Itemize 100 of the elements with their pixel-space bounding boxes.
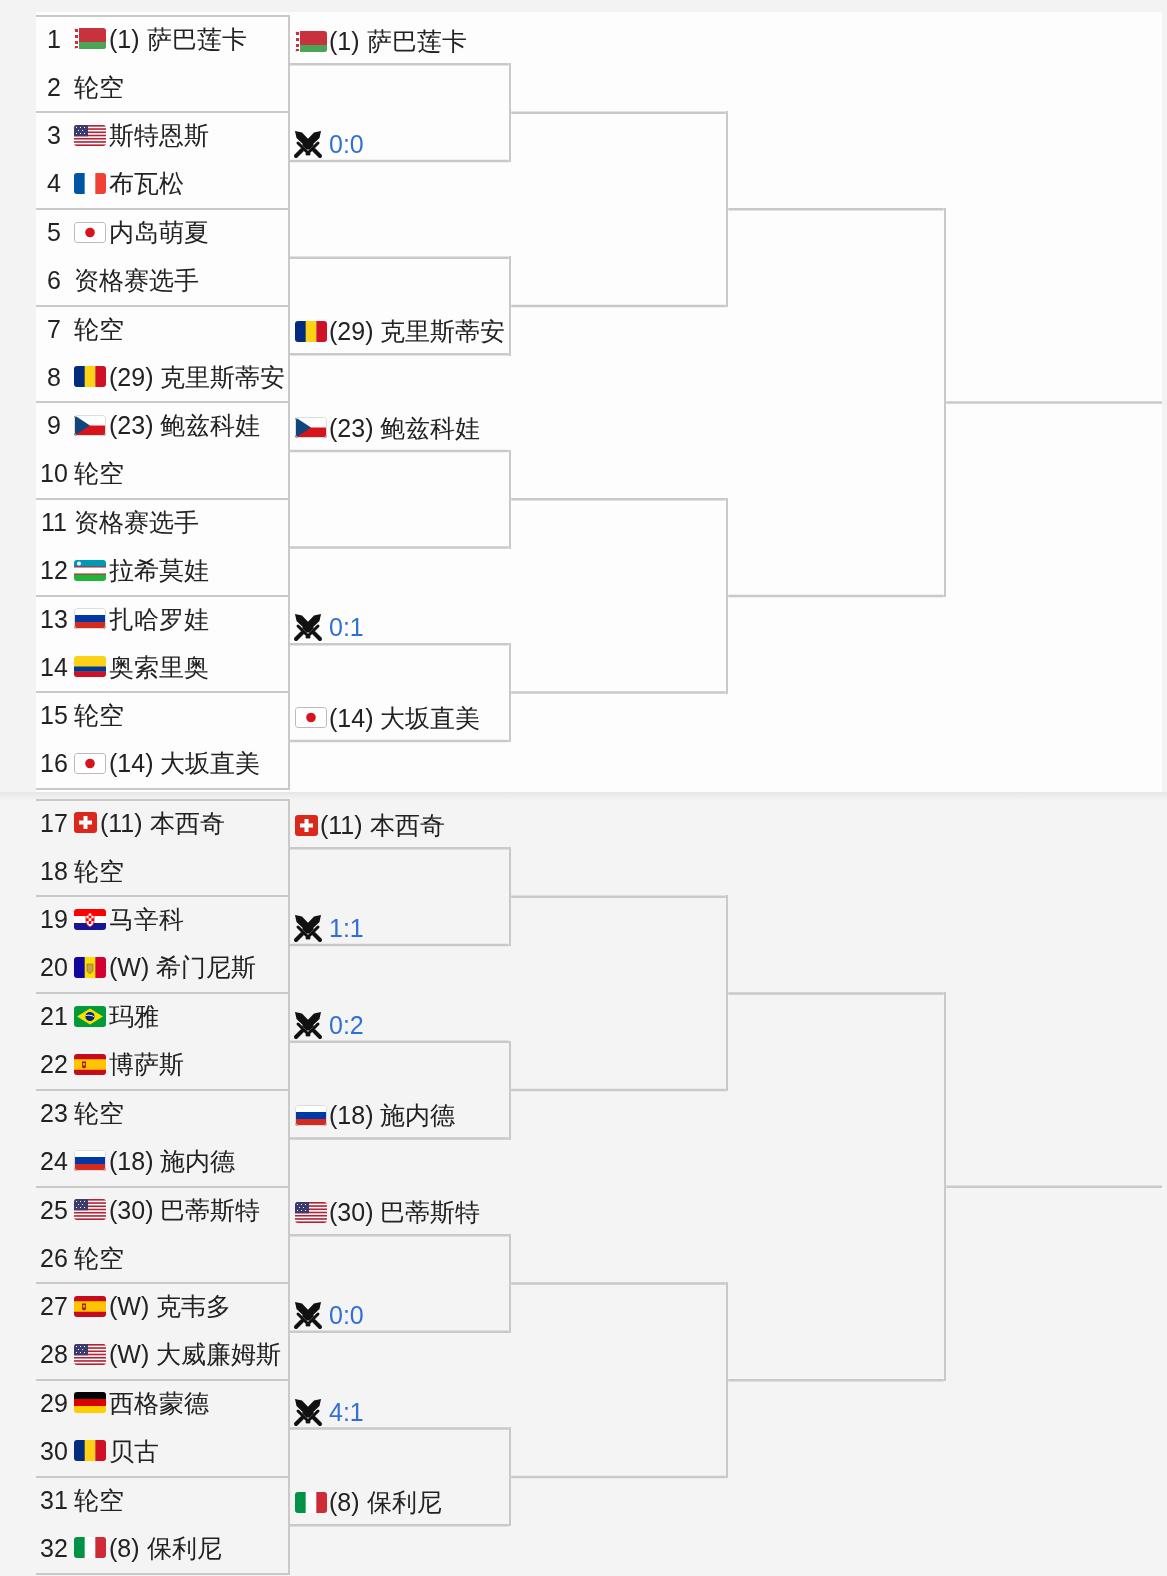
player-name: 拉希莫娃 (109, 555, 209, 585)
draw-number: 11 (40, 507, 68, 537)
player-name: 扎哈罗娃 (109, 603, 209, 634)
draw-box (36, 798, 290, 898)
draw-number: 29 (39, 1387, 69, 1418)
player-name: (W) 克韦多 (109, 1291, 232, 1322)
bracket-line (728, 208, 944, 211)
bracket-line (946, 1185, 1162, 1189)
player-name: (1) 萨巴莲卡 (329, 26, 467, 57)
draw-box (36, 208, 290, 308)
bracket-bar (725, 111, 729, 308)
draw-number: 18 (39, 855, 69, 886)
bracket-line (290, 546, 509, 549)
draw-number: 26 (39, 1242, 69, 1273)
bracket-line (728, 1378, 944, 1382)
player-name: (23) 鲍兹科娃 (109, 410, 261, 441)
bracket-line (511, 1088, 726, 1092)
draw-box (36, 401, 290, 501)
draw-number: 15 (39, 700, 69, 731)
bracket-bar (508, 449, 512, 549)
player-name: (1) 萨巴莲卡 (109, 23, 247, 54)
draw-number: 27 (39, 1291, 69, 1322)
player-name: 布瓦松 (109, 168, 184, 199)
draw-number: 25 (39, 1194, 69, 1225)
bracket-line (728, 992, 944, 995)
player-name: 轮空 (74, 458, 124, 489)
player-name: 轮空 (74, 313, 124, 344)
match-score: 0:1 (329, 612, 364, 643)
bracket-line (290, 1330, 509, 1334)
bracket-line (290, 739, 509, 743)
player-name: 玛雅 (109, 1001, 159, 1032)
bracket-bar (508, 642, 512, 743)
draw-number: 21 (39, 1001, 69, 1032)
match-score: 4:1 (329, 1396, 364, 1427)
draw-number: 22 (39, 1049, 69, 1080)
match-score: 0:0 (329, 1299, 364, 1330)
match-score: 1:1 (329, 913, 364, 944)
draw-number: 20 (39, 952, 69, 983)
player-name: (18) 施内德 (109, 1145, 236, 1176)
draw-number: 4 (46, 168, 62, 199)
bracket-line (511, 111, 726, 114)
player-name: (11) 本西奇 (100, 807, 225, 838)
bracket-line (728, 594, 944, 598)
draw-number: 24 (39, 1145, 69, 1176)
match-score: 0:0 (329, 128, 364, 159)
player-name: (14) 大坂直美 (109, 748, 261, 779)
player-name: 轮空 (74, 1484, 124, 1515)
bracket-bar (725, 895, 729, 1092)
draw-number: 5 (46, 217, 62, 248)
bracket-line (511, 1282, 726, 1285)
draw-number: 31 (39, 1484, 69, 1515)
player-name: 轮空 (74, 855, 124, 886)
bracket-line (290, 256, 509, 259)
player-name: (30) 巴蒂斯特 (109, 1194, 261, 1225)
draw-number: 23 (39, 1097, 69, 1128)
player-name: (23) 鲍兹科娃 (329, 412, 481, 443)
player-name: (18) 施内德 (329, 1100, 456, 1131)
match-score: 0:2 (329, 1009, 364, 1040)
player-name: (14) 大坂直美 (329, 702, 481, 733)
draw-box (36, 111, 290, 211)
player-name: 资格赛选手 (74, 507, 199, 537)
bracket-line (511, 304, 726, 308)
bracket-line (946, 401, 1162, 404)
draw-number: 3 (46, 120, 62, 151)
bracket-bar (943, 208, 947, 598)
player-name: (W) 希门尼斯 (109, 952, 257, 983)
player-name: (W) 大威廉姆斯 (109, 1339, 282, 1370)
player-name: 西格蒙德 (109, 1387, 209, 1418)
draw-number: 28 (39, 1339, 69, 1370)
bracket-bar (943, 992, 947, 1382)
player-name: 贝古 (109, 1435, 159, 1466)
draw-number: 17 (39, 807, 69, 838)
bracket-bar (508, 256, 512, 356)
draw-number: 9 (46, 410, 62, 441)
bracket-line (290, 1524, 509, 1527)
draw-number: 16 (39, 748, 69, 779)
bracket-line (290, 1137, 509, 1140)
draw-box (36, 992, 290, 1092)
player-name: 博萨斯 (109, 1049, 184, 1080)
bracket-line (290, 643, 509, 646)
player-name: (11) 本西奇 (320, 810, 445, 841)
bracket-line (290, 847, 509, 850)
draw-number: 7 (46, 313, 62, 344)
player-name: (29) 克里斯蒂安 (329, 316, 506, 347)
player-name: (30) 巴蒂斯特 (329, 1197, 481, 1228)
bracket-bar (508, 847, 512, 947)
bracket-bar (725, 498, 729, 694)
draw-number: 1 (46, 23, 62, 54)
draw-box (36, 14, 290, 114)
bracket-bar (508, 1233, 512, 1334)
bracket-line (511, 691, 726, 694)
draw-box (36, 1282, 290, 1382)
bracket-bar (508, 63, 512, 163)
bracket-bar (508, 1040, 512, 1140)
bracket-line (290, 63, 509, 66)
bracket-line (290, 159, 509, 163)
draw-box (36, 1475, 290, 1575)
draw-number: 10 (39, 458, 69, 489)
draw-number: 2 (46, 71, 62, 102)
player-name: 奥索里奥 (109, 651, 209, 682)
